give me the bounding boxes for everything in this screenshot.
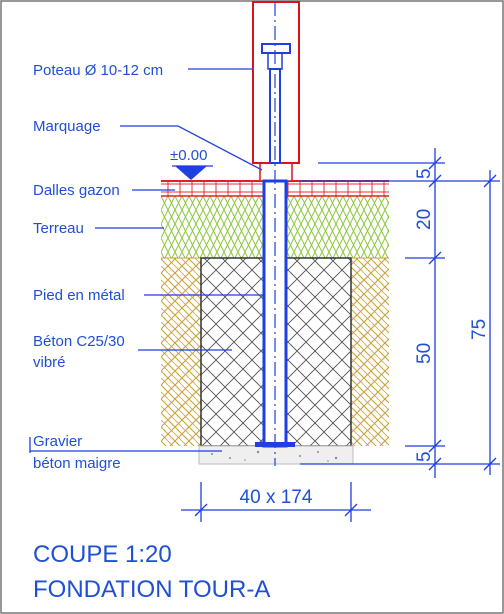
dim-concrete: 50 [414, 343, 435, 364]
dim-bed: 5 [414, 451, 435, 462]
horizontal-dimension [181, 482, 371, 522]
section-subtitle: FONDATION TOUR-A [33, 576, 270, 603]
post-cap [261, 43, 291, 54]
post-label: Poteau Ø 10-12 cm [33, 62, 163, 79]
sleeve-box [259, 162, 293, 182]
post [252, 1, 300, 164]
dim-total: 75 [469, 319, 490, 340]
dim-slab: 5 [414, 168, 435, 179]
earth-right [351, 258, 389, 446]
marking-label: Marquage [33, 118, 101, 135]
grass-slabs-label: Dalles gazon [33, 182, 120, 199]
level-marker-icon [175, 166, 207, 180]
gravel-label-line2: béton maigre [33, 455, 121, 472]
dim-footing: 40 x 174 [240, 487, 313, 508]
vertical-dimensions [300, 148, 500, 478]
level-label: ±0.00 [170, 147, 207, 164]
leader-lines [29, 68, 264, 453]
concrete-label-line2: vibré [33, 354, 66, 371]
concrete-label-line1: Béton C25/30 [33, 333, 125, 350]
metal-foot-label: Pied en métal [33, 287, 125, 304]
topsoil-label: Terreau [33, 220, 84, 237]
gravel-bed [198, 445, 354, 465]
earth-left [161, 258, 201, 446]
dim-topsoil: 20 [414, 209, 435, 230]
gravel-label-line1: Gravier [33, 433, 82, 450]
section-title: COUPE 1:20 [33, 541, 172, 568]
gravel-dots [211, 450, 338, 462]
